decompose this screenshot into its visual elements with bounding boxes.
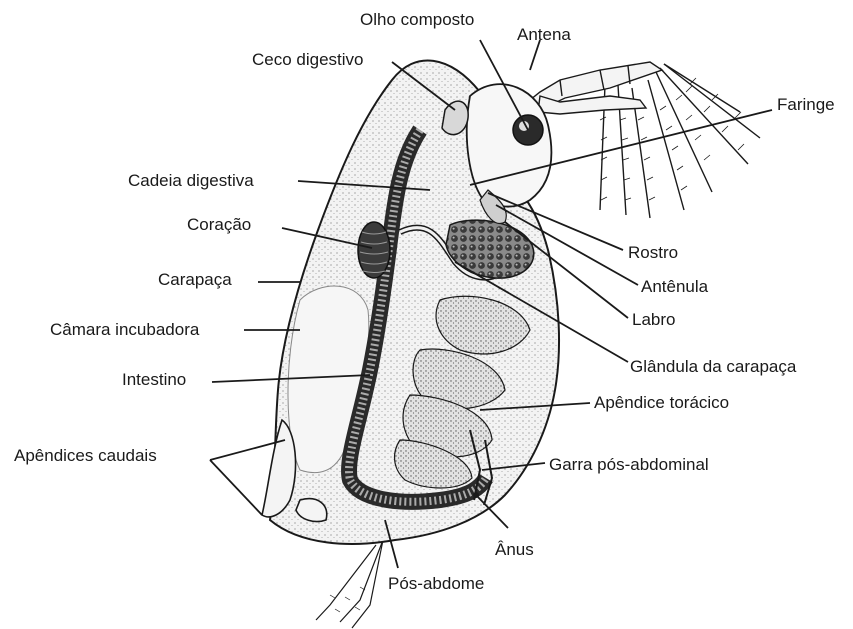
- label-intestino: Intestino: [122, 370, 186, 390]
- tail-spines: [316, 540, 383, 628]
- label-antena: Antena: [517, 25, 571, 45]
- label-faringe: Faringe: [777, 95, 835, 115]
- label-pos-abdome: Pós-abdome: [388, 574, 484, 594]
- label-olho-composto: Olho composto: [360, 10, 474, 30]
- label-cadeia-digestiva: Cadeia digestiva: [128, 171, 254, 191]
- label-ceco-digestivo: Ceco digestivo: [252, 50, 364, 70]
- label-rostro: Rostro: [628, 243, 678, 263]
- label-antenula: Antênula: [641, 277, 708, 297]
- label-garra-pos-abdominal: Garra pós-abdominal: [549, 455, 709, 475]
- label-apendices-caudais: Apêndices caudais: [14, 446, 157, 466]
- label-anus: Ânus: [495, 540, 534, 560]
- heart: [358, 222, 390, 278]
- antenna-setae: [600, 64, 760, 218]
- label-camara-incubadora: Câmara incubadora: [50, 320, 199, 340]
- antenna: [520, 62, 662, 114]
- label-glandula-carapaca: Glândula da carapaça: [630, 357, 796, 377]
- label-apendice-toracico: Apêndice torácico: [594, 393, 729, 413]
- label-labro: Labro: [632, 310, 675, 330]
- label-carapaca: Carapaça: [158, 270, 232, 290]
- label-coracao: Coração: [187, 215, 251, 235]
